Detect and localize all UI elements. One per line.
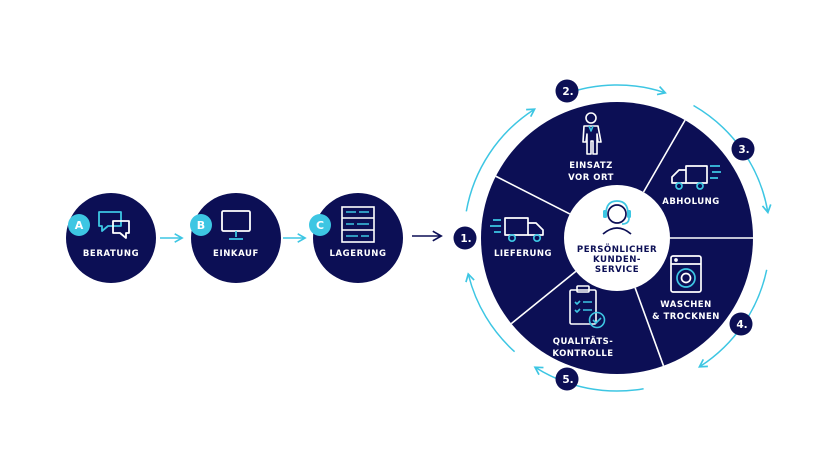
number-badge-2: 2. — [555, 79, 579, 103]
segment-label-trocknen: & TROCKNEN — [652, 312, 720, 322]
chat-bubbles-icon — [98, 211, 130, 239]
cycle-arrow — [533, 366, 644, 392]
center-line-2: KUNDEN- — [593, 255, 641, 265]
number-badge-5: 5. — [555, 367, 579, 391]
segment-label-einsatz: EINSATZ — [569, 161, 613, 171]
segment-label-abholung: ABHOLUNG — [662, 197, 720, 207]
svg-text:1.: 1. — [460, 233, 471, 245]
segment-label-vor-ort: VOR ORT — [568, 173, 614, 183]
segment-label-waschen: WASCHEN — [660, 300, 711, 310]
number-badge-4: 4. — [729, 312, 753, 336]
fast-truck-icon — [671, 165, 721, 190]
washing-machine-icon — [670, 255, 702, 293]
step-badge-b: B — [190, 214, 212, 236]
shelf-icon — [341, 206, 375, 243]
svg-text:4.: 4. — [736, 319, 747, 331]
svg-text:3.: 3. — [738, 144, 749, 156]
wheel-divider — [495, 175, 571, 215]
segment-label-qualitaets: QUALITÄTS- — [553, 336, 614, 347]
technician-icon — [582, 112, 602, 155]
center-line-1: PERSÖNLICHER — [577, 244, 657, 255]
number-badge-1: 1. — [453, 226, 477, 250]
headset-agent-icon — [602, 200, 632, 235]
wheel-divider — [634, 287, 665, 367]
wheel-divider — [510, 270, 577, 325]
step-badge-c: C — [309, 214, 331, 236]
svg-text:B: B — [197, 219, 205, 232]
center-line-3: SERVICE — [595, 265, 639, 275]
number-badge-3: 3. — [731, 137, 755, 161]
step-label: EINKAUF — [213, 249, 259, 259]
cycle-arrow — [465, 272, 516, 353]
clipboard-check-icon — [569, 285, 606, 329]
wheel-center: PERSÖNLICHER KUNDEN- SERVICE — [564, 185, 670, 291]
step-beratung: BERATUNG — [66, 193, 156, 283]
step-badge-a: A — [68, 214, 90, 236]
cycle-arrow — [465, 108, 537, 212]
svg-text:2.: 2. — [562, 86, 573, 98]
segment-label-kontrolle: KONTROLLE — [552, 349, 613, 359]
svg-text:5.: 5. — [562, 374, 573, 386]
step-lagerung: LAGERUNG — [313, 193, 403, 283]
step-label: LAGERUNG — [329, 249, 386, 259]
monitor-icon — [221, 210, 251, 240]
truck-icon — [490, 217, 544, 243]
svg-text:A: A — [75, 219, 84, 232]
step-einkauf: EINKAUF — [191, 193, 281, 283]
segment-label-lieferung: LIEFERUNG — [494, 249, 552, 259]
cycle-arrow — [564, 84, 667, 96]
svg-text:C: C — [316, 219, 324, 232]
wheel-divider — [642, 119, 686, 193]
step-label: BERATUNG — [83, 249, 139, 259]
